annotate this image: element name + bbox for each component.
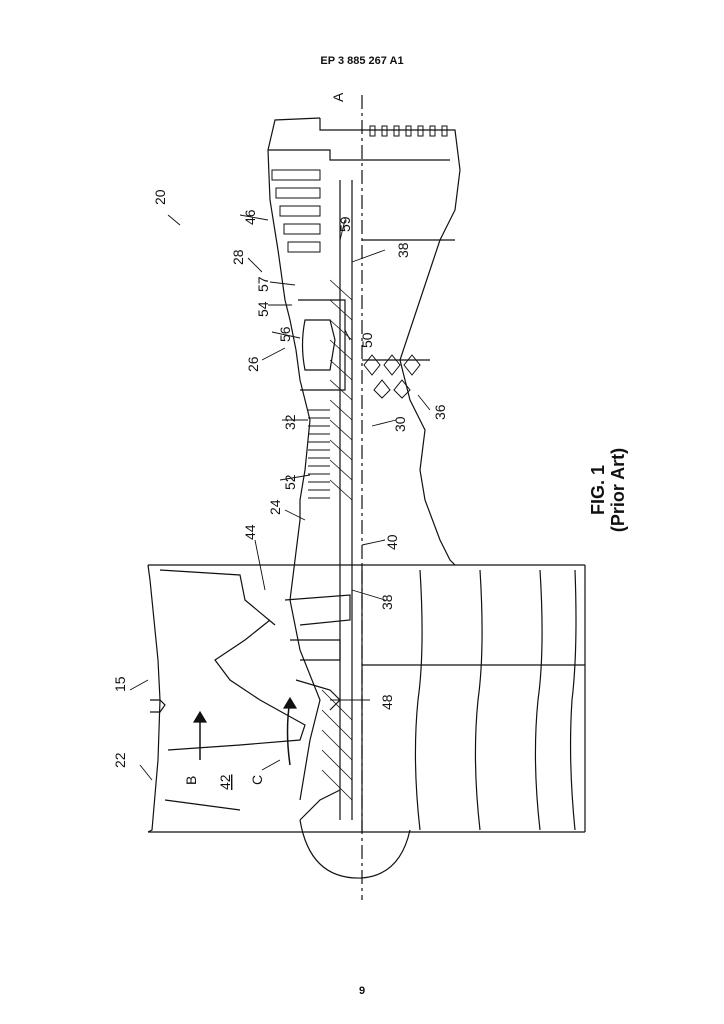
label-46: 46 <box>242 209 258 225</box>
label-56: 56 <box>277 326 293 342</box>
label-36: 36 <box>432 404 448 420</box>
label-48: 48 <box>379 694 395 710</box>
label-15: 15 <box>112 676 128 692</box>
label-38-lower: 38 <box>379 594 395 610</box>
reference-labels: A 20 22 15 24 26 28 44 46 57 54 56 59 32… <box>112 92 448 790</box>
spinner <box>300 820 410 878</box>
label-38-upper: 38 <box>395 242 411 258</box>
core-flow-arrow <box>288 700 291 765</box>
label-b: B <box>183 776 199 785</box>
shaft-hatching <box>322 280 352 800</box>
fan-blade <box>168 620 305 750</box>
core-casing-inner <box>362 130 460 565</box>
page-number: 9 <box>0 985 724 997</box>
label-52: 52 <box>282 474 298 490</box>
figure-caption-title: FIG. 1 <box>588 448 608 532</box>
fastener-row <box>364 355 420 398</box>
figure-caption-note: (Prior Art) <box>608 448 628 532</box>
label-40: 40 <box>384 534 400 550</box>
label-54: 54 <box>255 301 271 317</box>
label-22: 22 <box>112 752 128 768</box>
label-24: 24 <box>267 499 283 515</box>
label-30: 30 <box>392 416 408 432</box>
label-50: 50 <box>359 332 375 348</box>
hpc-stages <box>308 410 330 498</box>
label-42: 42 <box>217 774 233 790</box>
turbine-stages <box>272 170 320 252</box>
combustor <box>303 320 336 370</box>
label-32: 32 <box>282 414 298 430</box>
label-44: 44 <box>242 524 258 540</box>
label-28: 28 <box>230 249 246 265</box>
label-59: 59 <box>337 216 353 232</box>
figure-caption: FIG. 1 (Prior Art) <box>588 448 628 532</box>
fan-nacelle <box>148 565 160 832</box>
label-57: 57 <box>255 276 271 292</box>
label-20: 20 <box>152 189 168 205</box>
exhaust-slots <box>370 126 447 136</box>
label-axis-a: A <box>330 92 346 102</box>
label-26: 26 <box>245 356 261 372</box>
core-casing-outer <box>268 118 320 800</box>
label-c: C <box>249 775 265 785</box>
